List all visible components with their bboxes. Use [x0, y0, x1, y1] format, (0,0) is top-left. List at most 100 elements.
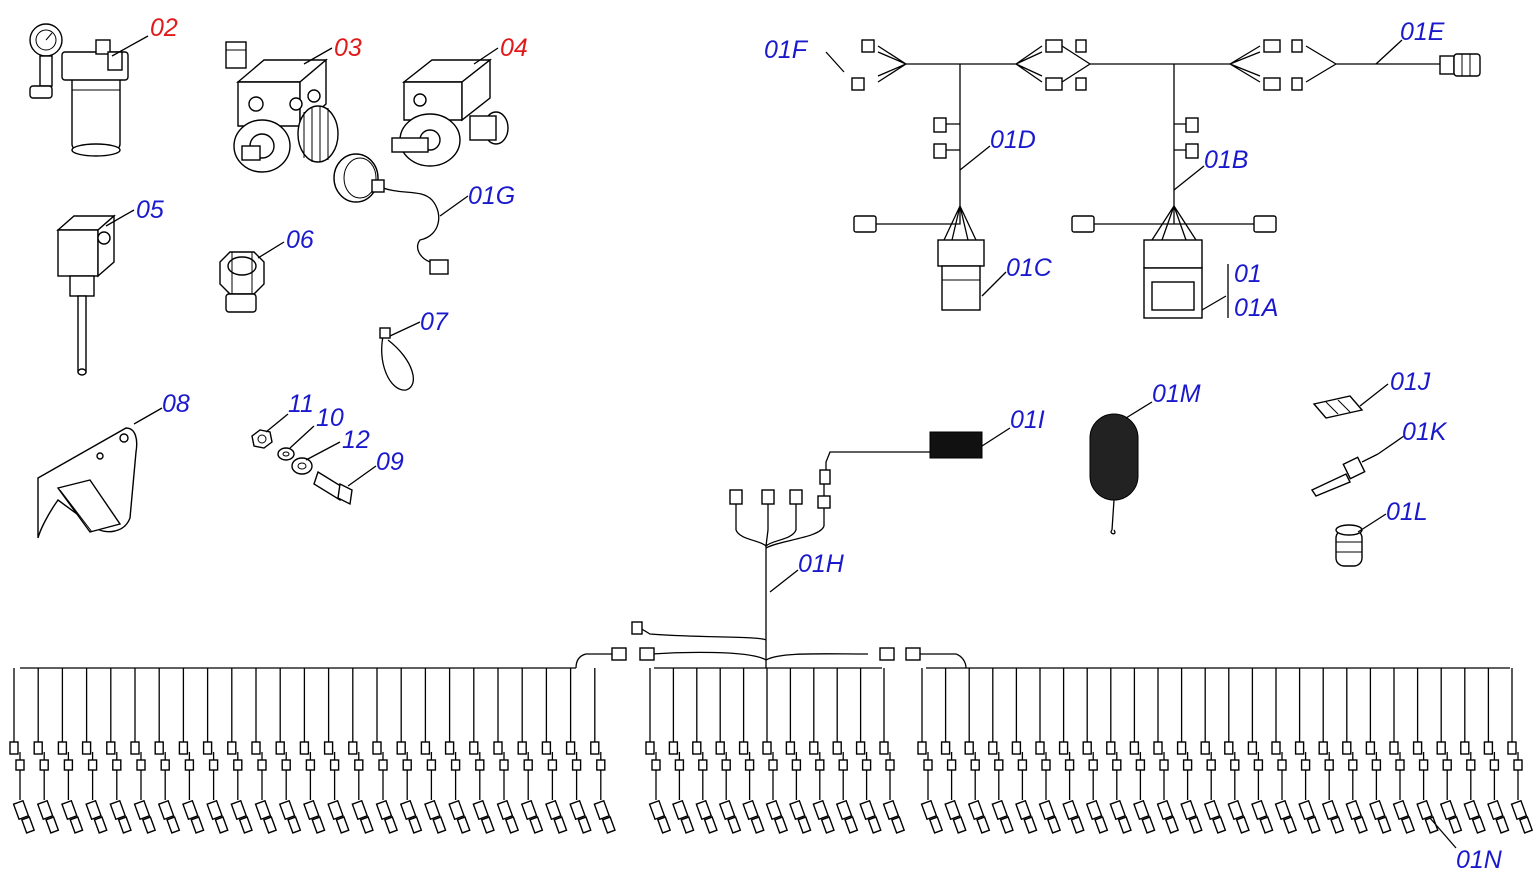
- main-harness: [851, 39, 1481, 319]
- connector-drop: [809, 668, 835, 834]
- leader-01j: [1359, 383, 1389, 407]
- connector-drop: [9, 668, 36, 834]
- callout-01g: 01G: [468, 182, 515, 210]
- leader-01k: [1377, 435, 1405, 455]
- callout-08: 08: [162, 390, 190, 418]
- connector-drop: [154, 668, 181, 834]
- callout-11: 11: [288, 390, 314, 418]
- leader-07: [389, 321, 421, 337]
- connector-drop: [1318, 668, 1345, 834]
- connector-drop: [1176, 668, 1203, 834]
- connector-drop: [917, 668, 944, 834]
- callout-01j: 01J: [1390, 368, 1431, 396]
- leader-01e: [1375, 39, 1403, 65]
- callout-04: 04: [500, 34, 528, 62]
- connector-drop: [668, 668, 695, 834]
- module-part: [817, 431, 983, 526]
- callout-01: 01: [1234, 260, 1262, 288]
- callout-05: 05: [136, 196, 164, 224]
- connector-drop: [964, 668, 991, 834]
- connector-drop: [106, 668, 132, 834]
- connector-drop: [130, 668, 157, 834]
- connector-drop: [590, 668, 616, 834]
- callout-02: 02: [150, 14, 178, 42]
- connector-drop: [1389, 668, 1416, 834]
- leader-09: [347, 465, 377, 487]
- leader-01b: [1173, 165, 1205, 191]
- leader-11: [265, 413, 289, 433]
- connector-drop: [1294, 668, 1321, 834]
- connector-drop: [1483, 668, 1510, 834]
- connector-drop: [1436, 668, 1463, 834]
- leader-04: [473, 47, 499, 65]
- seal-part: [1335, 524, 1363, 567]
- valve-block-part: [333, 58, 509, 203]
- leader-01d: [959, 145, 991, 171]
- connector-drop: [832, 668, 859, 834]
- connector-drop: [1412, 668, 1439, 834]
- leader-12: [305, 441, 341, 461]
- leader-06: [257, 241, 285, 259]
- connector-drop: [1035, 668, 1062, 834]
- connector-drop: [420, 668, 447, 834]
- connector-drop: [202, 668, 229, 834]
- leader-03: [303, 47, 333, 65]
- callout-12: 12: [342, 426, 370, 454]
- connector-drop: [299, 668, 326, 834]
- leader-01l: [1357, 513, 1387, 533]
- connector-drop: [372, 668, 399, 834]
- sensor-cable-part: [371, 179, 449, 275]
- leader-01f: [825, 51, 845, 73]
- connector-drop: [469, 668, 495, 834]
- connector-drop: [1011, 668, 1038, 834]
- callout-03: 03: [334, 34, 362, 62]
- callout-01f: 01F: [764, 36, 809, 64]
- connector-drop: [1200, 668, 1227, 834]
- connector-drop: [715, 668, 742, 834]
- connector-drop: [81, 668, 108, 834]
- connector-drop: [1129, 668, 1156, 834]
- leader-02: [111, 35, 149, 57]
- connector-drop: [57, 668, 84, 834]
- cable-tie-part: [379, 327, 414, 391]
- callout-01l: 01L: [1386, 498, 1428, 526]
- leader-01a: [1201, 295, 1227, 311]
- connector-drop: [692, 668, 718, 834]
- leader-05: [105, 209, 135, 227]
- connector-drop: [227, 668, 253, 834]
- callout-01a: 01A: [1234, 294, 1278, 322]
- callout-01e: 01E: [1400, 18, 1445, 46]
- terminal-housing-part: [1312, 395, 1364, 419]
- connector-drop: [517, 668, 544, 834]
- connector-drop: [1082, 668, 1109, 834]
- connector-drop: [1106, 668, 1132, 834]
- callout-10: 10: [316, 404, 344, 432]
- callout-01b: 01B: [1204, 146, 1248, 174]
- leader-01i: [981, 427, 1011, 447]
- connector-drop: [33, 668, 60, 834]
- connector-drop: [1342, 668, 1368, 834]
- pressure-filter-part: [29, 23, 129, 157]
- connector-drop: [1365, 668, 1392, 834]
- leader-10: [289, 425, 315, 449]
- connector-drop: [762, 668, 789, 834]
- connector-drop: [1460, 668, 1486, 834]
- connector-drop: [348, 668, 374, 834]
- leader-08: [133, 407, 163, 425]
- leader-01g: [439, 195, 469, 217]
- ferrite-choke-part: [1089, 413, 1139, 535]
- connector-drop: [251, 668, 278, 834]
- connector-drop: [323, 668, 350, 834]
- leader-01m: [1125, 401, 1153, 419]
- connector-drop: [879, 668, 906, 834]
- connector-drop: [785, 668, 812, 834]
- connector-drop: [1058, 668, 1085, 834]
- connector-drop: [988, 668, 1014, 834]
- leader-01c: [981, 271, 1007, 297]
- connector-drop: [565, 668, 592, 834]
- connector-drop: [1224, 668, 1250, 834]
- connector-drop: [493, 668, 520, 834]
- crimp-terminal-part: [1310, 453, 1379, 497]
- leader-01n: [1429, 817, 1457, 849]
- connector-drop: [1271, 668, 1298, 834]
